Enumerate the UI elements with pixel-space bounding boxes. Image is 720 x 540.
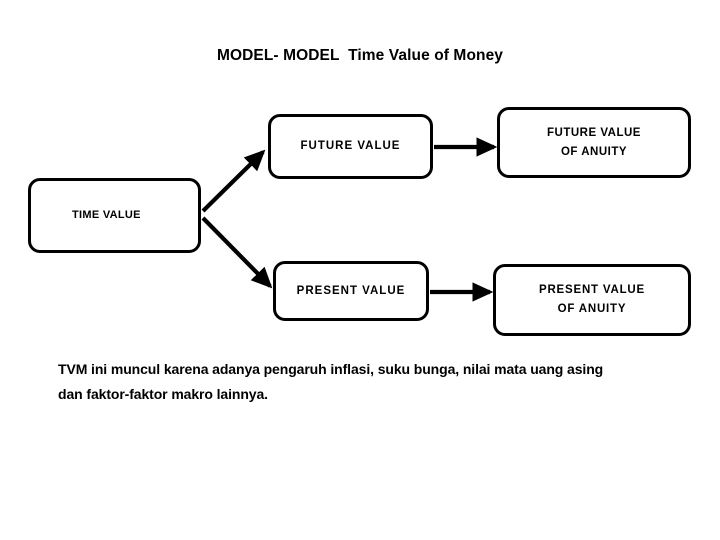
edge-time-value-to-future-value [201,149,266,213]
node-future-value-of-anuity[interactable]: FUTURE VALUE OF ANUITY [497,107,691,178]
node-present-value[interactable]: PRESENT VALUE [273,261,429,321]
node-present-value-of-anuity[interactable]: PRESENT VALUE OF ANUITY [493,264,691,336]
node-future-value[interactable]: FUTURE VALUE [268,114,433,179]
page-title: MODEL- MODEL Time Value of Money [216,47,504,64]
edge-time-value-to-present-value [201,216,273,289]
caption-text: TVM ini muncul karena adanya pengaruh in… [58,361,604,402]
node-time-value[interactable]: TIME VALUE [28,178,201,253]
